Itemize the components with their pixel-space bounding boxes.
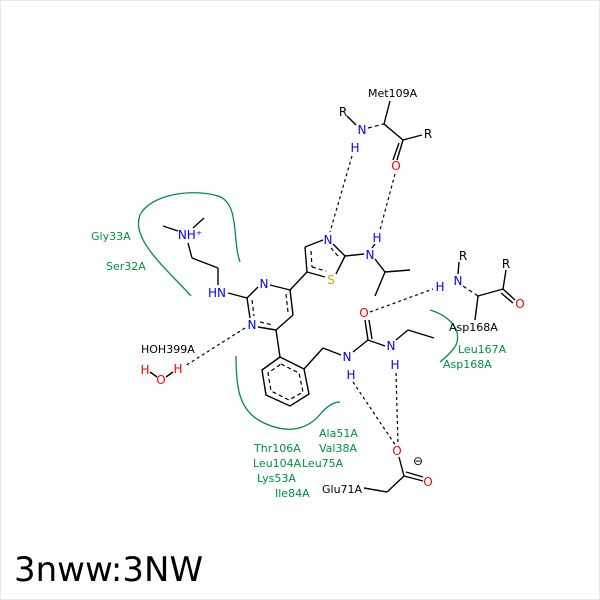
hydrophobic-label-val38: Val38A: [319, 442, 357, 455]
bonds: [149, 100, 516, 493]
atom-o: O: [423, 475, 432, 489]
hbond-asp168-nh: [369, 288, 434, 313]
atom-o: O: [391, 159, 400, 173]
atom-h: H: [350, 141, 359, 155]
hbond-glu71-1: [352, 381, 397, 447]
residue-label-met109: Met109A: [368, 87, 418, 100]
hydrophobic-label-asp168: Asp168A: [443, 358, 492, 371]
atom-hn: HN: [208, 286, 226, 300]
hbond-glu71-2: [395, 372, 399, 445]
atom-r: R: [424, 127, 432, 141]
atom-n: N: [324, 233, 333, 247]
hydrophobic-label-leu167: Leu167A: [458, 343, 507, 356]
structure-title: 3nww:3NW: [14, 550, 204, 590]
hydrophobic-label-thr106: Thr106A: [253, 442, 301, 455]
atom-h: H: [173, 362, 182, 376]
atom-h: H: [346, 368, 355, 382]
atom-o: O: [359, 306, 368, 320]
hbond-met109-nh: [329, 155, 353, 233]
atom-r: R: [502, 257, 510, 271]
atom-s: S: [327, 273, 335, 287]
hydrophobic-arc-gly33-ser32: [137, 192, 241, 297]
hydrophobic-arc-right: [429, 309, 459, 363]
residue-label-asp168: Asp168A: [449, 321, 498, 334]
hydrophobic-label-leu75: Leu75A: [302, 457, 344, 470]
atom-n: N: [248, 318, 257, 332]
atom-nh-plus: NH⁺: [178, 228, 202, 242]
atom-n: N: [343, 350, 352, 364]
atom-h: H: [390, 358, 399, 372]
atom-h: H: [435, 280, 444, 294]
atom-r: R: [339, 105, 347, 119]
atom-n: N: [358, 123, 367, 137]
hydrophobic-label-ile84: Ile84A: [275, 487, 310, 500]
hydrophobic-label-ala51: Ala51A: [319, 427, 358, 440]
hydrophobic-label-ser32: Ser32A: [106, 260, 146, 273]
atom-n: N: [387, 339, 396, 353]
atom-n: N: [366, 248, 375, 262]
hbond-met109-o: [379, 173, 396, 231]
hydrophobic-label-gly33: Gly33A: [91, 230, 131, 243]
hydrophobic-label-lys53: Lys53A: [257, 472, 296, 485]
atom-n: N: [454, 274, 463, 288]
atom-r: R: [459, 249, 467, 263]
atom-h: H: [140, 363, 149, 377]
residue-label-water: HOH399A: [141, 343, 195, 356]
hydrophobic-arc-lower: [235, 355, 341, 430]
hydrogen-bonds: [184, 155, 434, 447]
residue-label-glu71: Glu71A: [322, 483, 363, 496]
atom-o: O: [515, 297, 524, 311]
atom-o: O: [392, 444, 401, 458]
charge-minus: ⊖: [413, 454, 423, 468]
atom-n: N: [260, 277, 269, 291]
atom-o: O: [156, 373, 165, 387]
hydrophobic-label-leu104: Leu104A: [253, 457, 302, 470]
atom-h: H: [372, 231, 381, 245]
